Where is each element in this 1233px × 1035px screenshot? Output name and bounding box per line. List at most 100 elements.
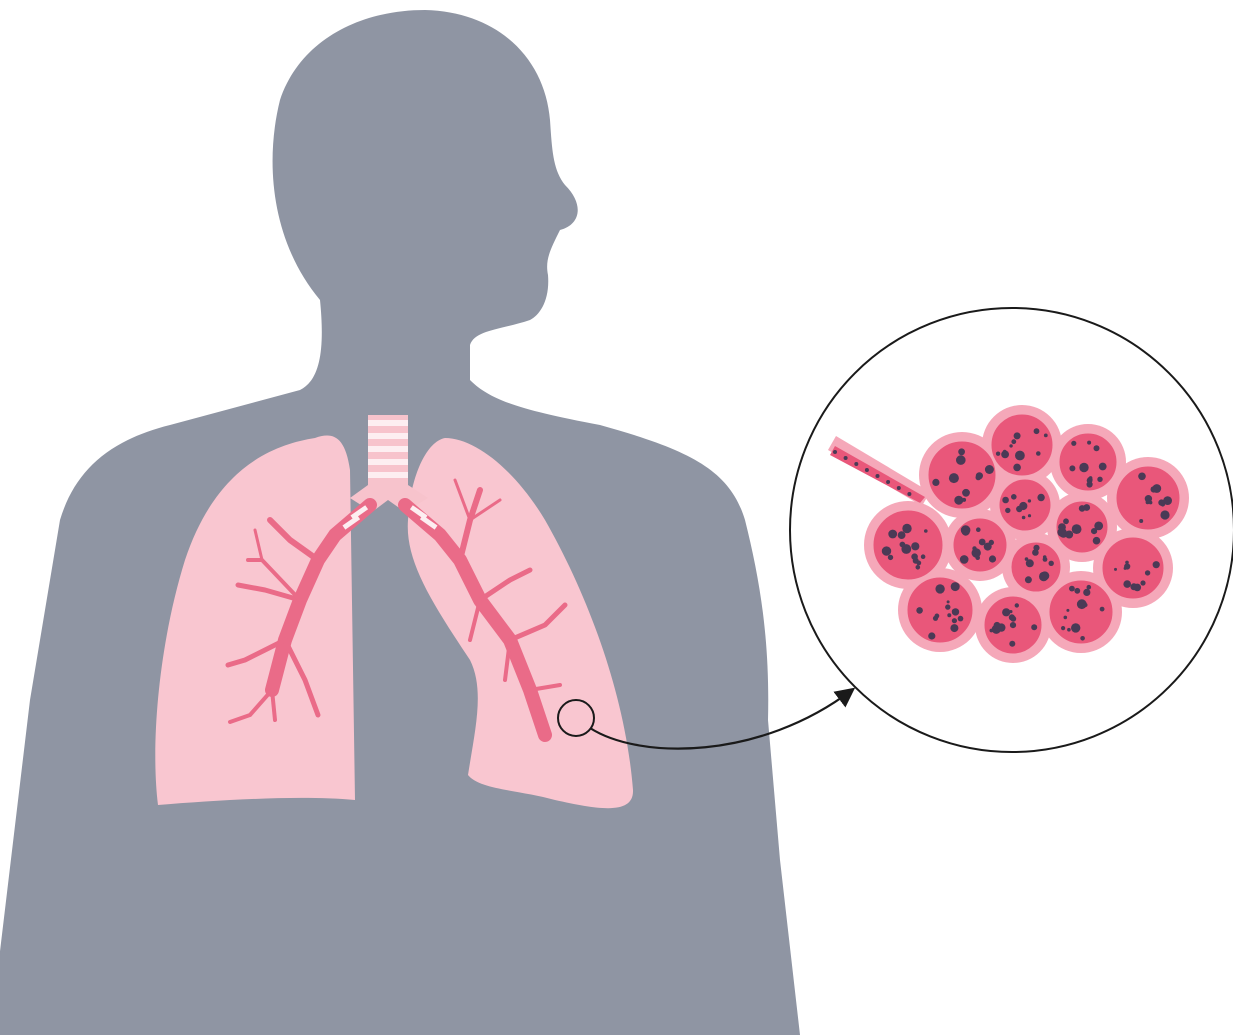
particle-dot bbox=[1044, 434, 1048, 438]
body-silhouette bbox=[0, 10, 800, 1035]
particle-dot bbox=[1079, 463, 1088, 472]
particle-dot bbox=[1010, 616, 1016, 622]
particle-dot bbox=[1134, 584, 1142, 592]
particle-dot bbox=[1069, 465, 1075, 471]
particle-dot bbox=[950, 624, 958, 632]
trachea-ring bbox=[368, 459, 408, 465]
particle-dot bbox=[1043, 557, 1048, 562]
magnified-view bbox=[790, 308, 1233, 752]
trachea-ring bbox=[368, 446, 408, 452]
particle-dot bbox=[1072, 524, 1082, 534]
particle-dot bbox=[1083, 589, 1090, 596]
particle-dot bbox=[945, 604, 950, 609]
particle-dot bbox=[1028, 499, 1031, 502]
particle-dot bbox=[1151, 486, 1157, 492]
particle-dot bbox=[976, 527, 981, 532]
particle-dot bbox=[1011, 494, 1017, 500]
particle-dot bbox=[989, 540, 994, 545]
particle-dot bbox=[952, 618, 957, 623]
particle-dot bbox=[933, 616, 938, 621]
particle-dot bbox=[1011, 439, 1016, 444]
particle-dot bbox=[1071, 623, 1080, 632]
particle-dot bbox=[1080, 636, 1085, 641]
particle-dot bbox=[865, 468, 869, 472]
particle-dot bbox=[1010, 622, 1016, 628]
particle-dot bbox=[886, 480, 890, 484]
particle-dot bbox=[1066, 609, 1069, 612]
particle-dot bbox=[1028, 514, 1031, 517]
particle-dot bbox=[994, 622, 1001, 629]
particle-dot bbox=[1114, 568, 1117, 571]
particle-dot bbox=[1125, 561, 1129, 565]
particle-dot bbox=[916, 565, 921, 570]
particle-dot bbox=[1153, 561, 1160, 568]
particle-dot bbox=[911, 542, 919, 550]
particle-dot bbox=[916, 607, 923, 614]
particle-dot bbox=[902, 524, 911, 533]
particle-dot bbox=[1074, 588, 1080, 594]
particle-dot bbox=[1015, 451, 1025, 461]
particle-dot bbox=[1099, 463, 1107, 471]
particle-dot bbox=[947, 600, 950, 603]
particle-dot bbox=[1060, 530, 1068, 538]
particle-dot bbox=[876, 474, 880, 478]
particle-dot bbox=[1067, 628, 1071, 632]
trachea-ring bbox=[368, 433, 408, 439]
particle-dot bbox=[932, 479, 939, 486]
particle-dot bbox=[1022, 516, 1026, 520]
particle-dot bbox=[924, 529, 928, 533]
alveolus bbox=[990, 413, 1054, 477]
particle-dot bbox=[951, 582, 960, 591]
particle-dot bbox=[1036, 451, 1041, 456]
particle-dot bbox=[1015, 603, 1019, 607]
particle-dot bbox=[962, 489, 970, 497]
particle-dot bbox=[928, 632, 935, 639]
particle-dot bbox=[1145, 495, 1152, 502]
particle-dot bbox=[897, 486, 901, 490]
particle-dot bbox=[954, 496, 963, 505]
particle-dot bbox=[1138, 473, 1146, 481]
particle-dot bbox=[1049, 561, 1054, 566]
particle-dot bbox=[1160, 510, 1169, 519]
particle-dot bbox=[907, 492, 911, 496]
particle-dot bbox=[1031, 624, 1037, 630]
particle-dot bbox=[935, 584, 944, 593]
particle-dot bbox=[833, 450, 837, 454]
particle-dot bbox=[916, 561, 921, 566]
particle-dot bbox=[1025, 557, 1029, 561]
particle-dot bbox=[1002, 608, 1010, 616]
particle-dot bbox=[1019, 502, 1027, 510]
particle-dot bbox=[962, 528, 970, 536]
particle-dot bbox=[1124, 567, 1127, 570]
particle-dot bbox=[1079, 505, 1086, 512]
particle-dot bbox=[952, 609, 956, 613]
particle-dot bbox=[1014, 432, 1021, 439]
particle-dot bbox=[1084, 603, 1088, 607]
particle-dot bbox=[844, 456, 848, 460]
particle-dot bbox=[1087, 441, 1091, 445]
particle-dot bbox=[1094, 445, 1100, 451]
particle-dot bbox=[1005, 508, 1010, 513]
particle-dot bbox=[1097, 477, 1102, 482]
trachea-ring bbox=[368, 472, 408, 478]
particle-dot bbox=[900, 542, 906, 548]
particle-dot bbox=[960, 555, 969, 564]
particle-dot bbox=[1087, 585, 1092, 590]
particle-dot bbox=[1009, 444, 1012, 447]
particle-dot bbox=[958, 616, 964, 622]
particle-dot bbox=[947, 613, 951, 617]
particle-dot bbox=[1009, 641, 1015, 647]
particle-dot bbox=[1091, 528, 1097, 534]
particle-dot bbox=[921, 554, 926, 559]
particle-dot bbox=[1093, 537, 1101, 545]
particle-dot bbox=[888, 555, 893, 560]
particle-dot bbox=[1009, 610, 1012, 613]
particle-dot bbox=[1001, 451, 1009, 459]
particle-dot bbox=[1002, 497, 1009, 504]
particle-dot bbox=[882, 546, 891, 555]
particle-dot bbox=[972, 548, 981, 557]
particle-dot bbox=[1140, 580, 1145, 585]
particle-dot bbox=[1033, 545, 1039, 551]
particle-dot bbox=[1139, 519, 1143, 523]
